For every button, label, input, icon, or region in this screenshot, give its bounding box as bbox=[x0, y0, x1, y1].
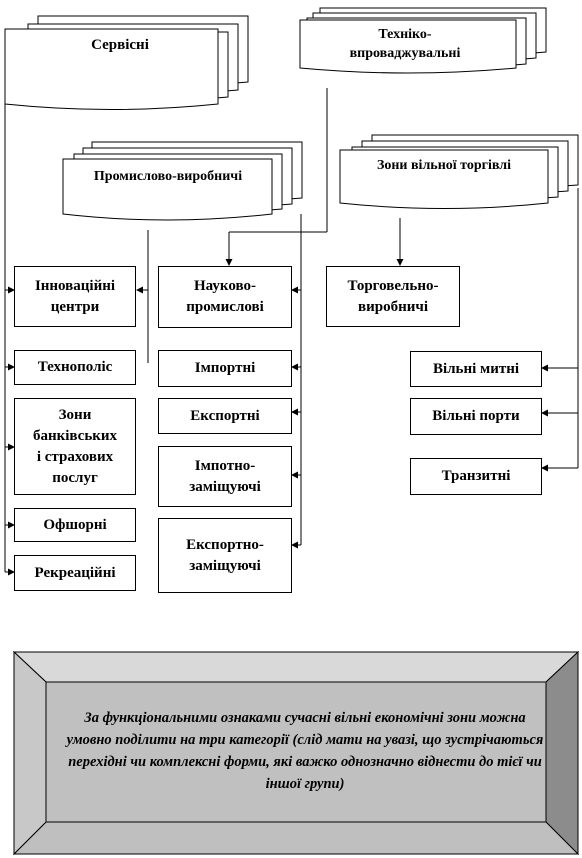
category-service-label: Сервісні bbox=[91, 36, 149, 53]
box-technopolis: Технополіс bbox=[14, 350, 136, 385]
note-frame bbox=[12, 650, 580, 856]
category-industrial-label: Промислово-виробничі bbox=[93, 168, 243, 184]
doc-stack-free-trade bbox=[339, 134, 579, 209]
box-transit: Транзитні bbox=[410, 458, 542, 495]
connectors bbox=[4, 88, 579, 576]
box-recreation: Рекреаційні bbox=[14, 555, 136, 591]
box-offshore: Офшорні bbox=[14, 508, 136, 542]
box-free-customs: Вільні митні bbox=[410, 351, 542, 387]
box-science-industrial: Науково- промислові bbox=[158, 266, 292, 328]
box-export-substituting: Експортно- заміщуючі bbox=[158, 518, 292, 593]
box-free-ports: Вільні порти bbox=[410, 398, 542, 435]
box-innovation-centers: Інноваційні центри bbox=[14, 266, 136, 327]
doc-stack-industrial bbox=[62, 141, 303, 221]
doc-stack-technical bbox=[299, 7, 547, 74]
box-import: Імпортні bbox=[158, 350, 292, 387]
category-free-trade-label: Зони вільної торгівлі bbox=[376, 157, 512, 173]
category-technical-label: Техніко- впроваджувальні bbox=[349, 27, 461, 61]
box-banking-zones: Зони банківських і страхових послуг bbox=[14, 398, 136, 495]
note-text: За функціональними ознаками сучасні віль… bbox=[66, 710, 544, 792]
box-import-substituting: Імпотно- заміщуючі bbox=[158, 446, 292, 507]
doc-stack-service bbox=[4, 15, 249, 110]
box-trade-production: Торговельно- виробничі bbox=[326, 266, 460, 327]
box-export: Експортні bbox=[158, 398, 292, 434]
